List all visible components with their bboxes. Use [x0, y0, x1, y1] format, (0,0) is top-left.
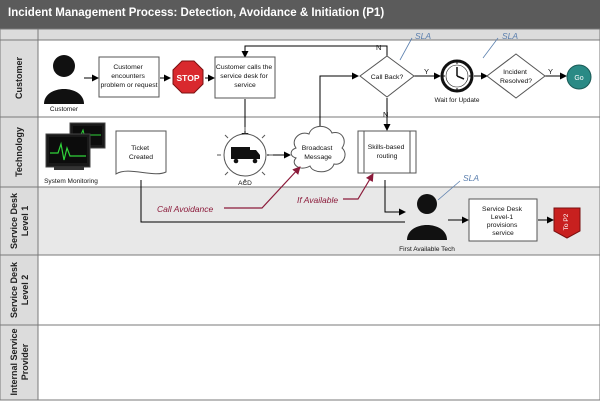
- title-bar: Incident Management Process: Detection, …: [0, 0, 600, 29]
- tech-head-icon: [417, 194, 437, 214]
- system-monitoring-caption: System Monitoring: [44, 178, 98, 185]
- if-available-label: If Available: [297, 195, 338, 205]
- lane-label-service-desk-2: Service DeskLevel 2: [9, 261, 30, 318]
- connector-loop-back-n: [241, 45, 388, 59]
- sla-2-pointer: [482, 37, 499, 59]
- svg-text:Incident Resolved?: Incident Resolved?: [500, 69, 532, 85]
- customer-encounters-box: Customer encounters problem or request: [98, 56, 160, 98]
- customer-person: Customer: [44, 55, 84, 113]
- skills-routing-box: Skills-based routing: [357, 130, 417, 174]
- svg-text:Broadcast Message: Broadcast Message: [302, 145, 335, 161]
- tech-body-icon: [407, 225, 447, 240]
- sla-callouts: SLA SLA SLA: [399, 31, 518, 201]
- svg-text:Customer encounters: Customer encounters problem or request: [100, 64, 157, 89]
- svg-text:Customer calls the ser: Customer calls the service desk for serv…: [216, 64, 274, 89]
- customer-calls-box: Customer calls the service desk for serv…: [214, 56, 276, 99]
- customer-body-icon: [44, 89, 84, 104]
- sla-3-label: SLA: [463, 173, 479, 183]
- swimlanes: [0, 28, 600, 401]
- lane-label-column: [0, 28, 39, 401]
- edge-label-n-down: N: [383, 110, 388, 119]
- sla-3-pointer: [437, 180, 461, 201]
- svg-text:Skills-based routing: Skills-based routing: [368, 144, 407, 160]
- diagram-title: Incident Management Process: Detection, …: [8, 7, 385, 19]
- call-avoidance-label: Call Avoidance: [157, 204, 214, 214]
- broadcast-message-cloud: Broadcast Message: [290, 125, 346, 173]
- lane-label-internal-provider: Internal ServiceProvider: [9, 328, 30, 395]
- to-p2-offpage-connector: To P2: [553, 207, 581, 239]
- ticket-created-document: Ticket Created: [115, 130, 167, 175]
- go-terminal: Go: [566, 64, 592, 90]
- stop-sign-text: STOP: [177, 73, 200, 83]
- acd-tick-marks: [217, 127, 273, 183]
- sd-provisions-box: Service Desk Level-1 provisions service: [468, 198, 538, 242]
- first-available-tech-person: First Available Tech: [399, 194, 455, 253]
- customer-caption: Customer: [50, 106, 79, 113]
- truck-icon: [231, 147, 260, 164]
- edge-label-y-resolved: Y: [548, 67, 553, 76]
- svg-text:Go: Go: [574, 75, 583, 82]
- svg-text:To P2: To P2: [563, 213, 570, 230]
- first-tech-caption: First Available Tech: [399, 246, 455, 253]
- lane-labels: Customer Technology Service DeskLevel 1 …: [9, 57, 30, 396]
- connector-ticket-to-tech: [140, 180, 405, 223]
- call-back-decision: Call Back?: [359, 55, 415, 98]
- maroon-annotations: Call Avoidance If Available: [157, 166, 374, 214]
- customer-head-icon: [53, 55, 75, 77]
- wait-for-update-clock-icon: Wait for Update: [435, 59, 480, 104]
- sla-1-pointer: [399, 37, 413, 61]
- lane-label-technology: Technology: [14, 127, 24, 177]
- call-avoidance-arrow: [224, 166, 301, 209]
- system-monitoring-icon: System Monitoring: [44, 122, 106, 185]
- edge-label-n-top: N: [376, 43, 381, 52]
- lane-internal-provider: [0, 324, 600, 401]
- svg-text:Ticket Created: Ticket Created: [129, 145, 153, 161]
- edge-label-y-callback: Y: [424, 67, 429, 76]
- svg-text:Service Desk Level-1: Service Desk Level-1 provisions service: [482, 206, 524, 237]
- incident-resolved-decision: Incident Resolved?: [486, 53, 546, 99]
- acd-caption: ACD: [238, 180, 252, 187]
- lane-service-desk-2: [0, 254, 600, 326]
- sla-2-label: SLA: [502, 31, 518, 41]
- wait-caption: Wait for Update: [435, 97, 480, 104]
- connector-broadcast-to-callback: [319, 72, 359, 131]
- sla-1-label: SLA: [415, 31, 431, 41]
- acd-device: ACD: [217, 127, 273, 187]
- edge-labels: N Y Y N: [376, 43, 553, 119]
- stop-sign-icon: STOP: [172, 60, 204, 94]
- svg-text:Call Back?: Call Back?: [371, 74, 404, 81]
- connector-routing-to-tech: [384, 180, 406, 216]
- lane-label-service-desk-1: Service DeskLevel 1: [9, 192, 30, 249]
- lane-label-customer: Customer: [14, 57, 24, 100]
- if-available-arrow: [343, 173, 374, 200]
